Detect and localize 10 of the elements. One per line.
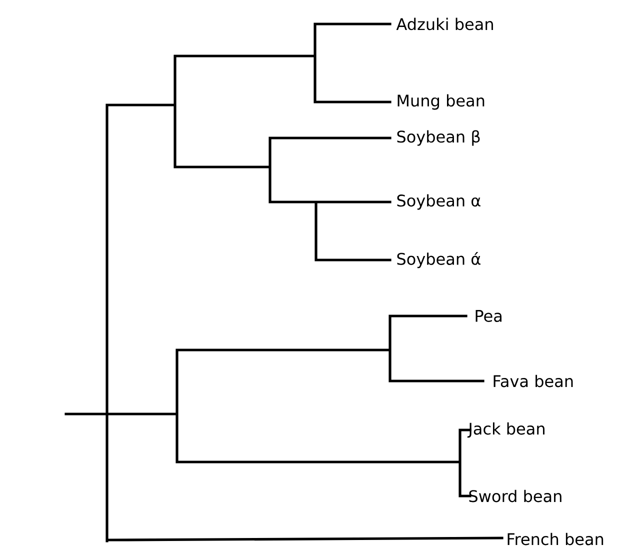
species-label: Jack bean xyxy=(467,422,544,438)
species-label: Mung bean xyxy=(398,94,484,110)
species-label: Fava bean xyxy=(494,374,573,388)
species-label: French bean xyxy=(508,532,604,546)
species-label: Sword bean xyxy=(469,490,562,502)
species-label: Soybean β xyxy=(397,130,480,146)
species-label: Adzuki bean xyxy=(396,18,493,30)
species-label: Pea xyxy=(476,310,502,322)
species-label: Soybean ά xyxy=(397,252,480,268)
species-label: Soybean α xyxy=(397,194,480,210)
